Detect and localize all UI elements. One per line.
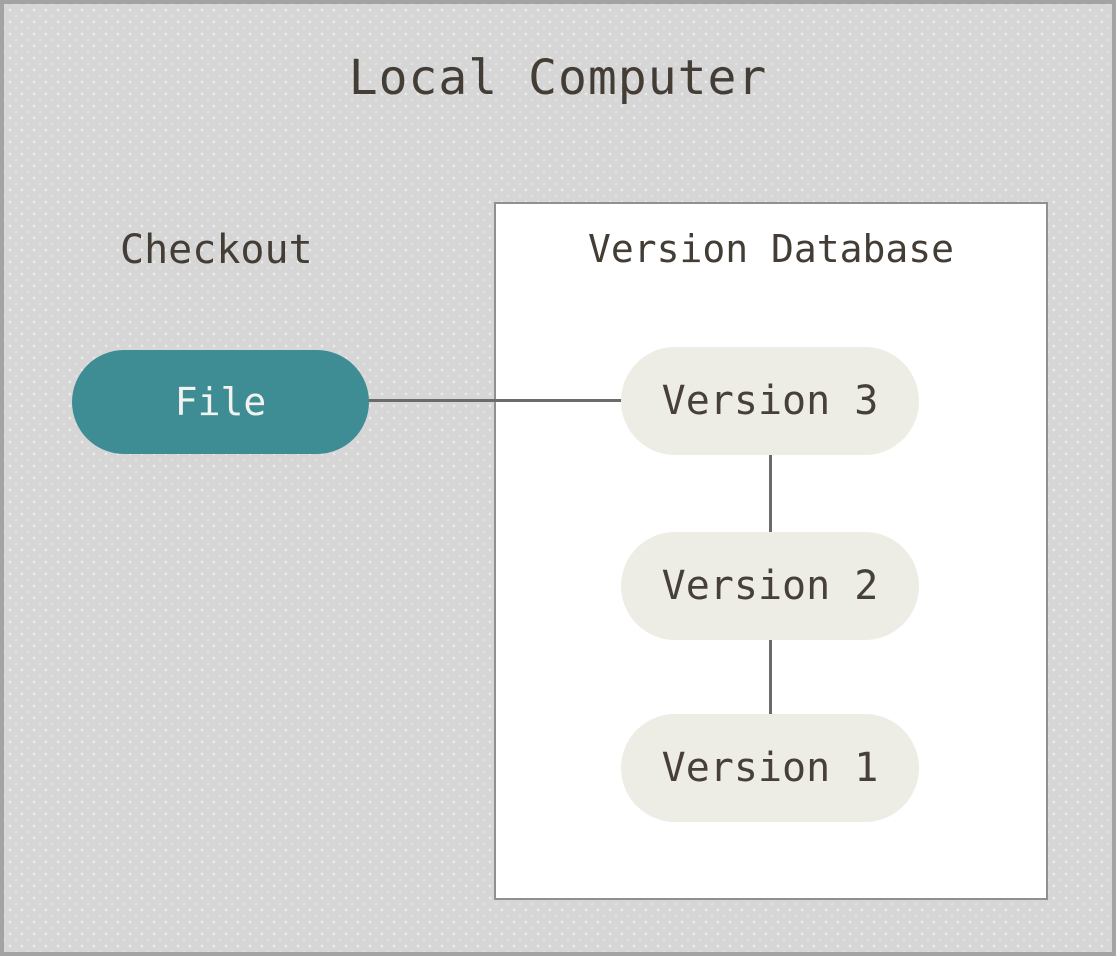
file-node: File: [72, 350, 369, 454]
diagram-title: Local Computer: [348, 50, 768, 106]
file-node-label: File: [174, 380, 267, 424]
version-database-title: Version Database: [587, 227, 955, 271]
version-3-label: Version 3: [661, 378, 879, 424]
version-3-node: Version 3: [621, 347, 919, 455]
connector-version2-to-version1: [769, 640, 772, 716]
version-1-label: Version 1: [661, 745, 879, 791]
version-database-box: Version Database Version 3 Version 2 Ver…: [494, 202, 1048, 900]
connector-file-to-version3: [366, 399, 623, 402]
version-2-label: Version 2: [661, 563, 879, 609]
checkout-label: Checkout: [120, 227, 313, 273]
version-2-node: Version 2: [621, 532, 919, 640]
connector-version3-to-version2: [769, 455, 772, 534]
version-1-node: Version 1: [621, 714, 919, 822]
